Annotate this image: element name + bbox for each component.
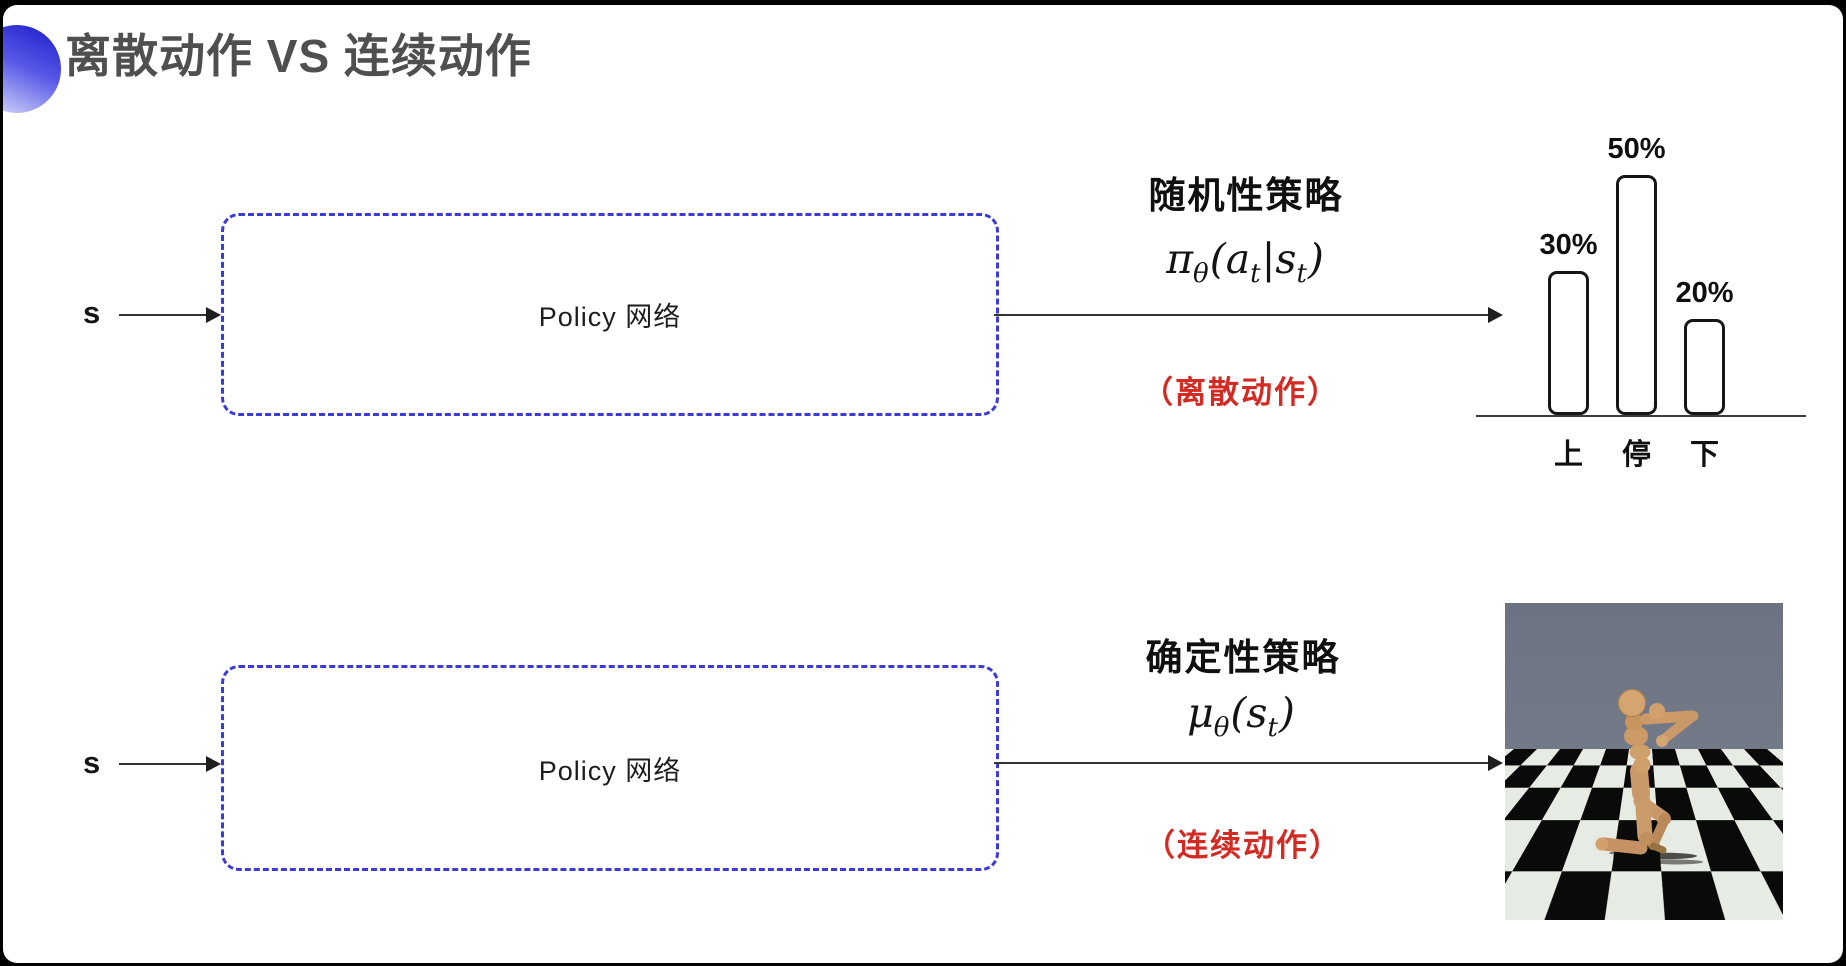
deterministic-policy-title: 确定性策略 (1145, 637, 1341, 678)
chart-baseline (1476, 415, 1806, 417)
action-category-label: 下 (1689, 439, 1720, 471)
title-bullet-icon (3, 25, 61, 113)
slide: 离散动作 VS 连续动作 s Policy 网络 随机性策略 πθ(at|st)… (3, 5, 1843, 963)
policy-network-label: Policy 网络 (538, 755, 682, 786)
probability-bar (1616, 175, 1657, 415)
arrowhead-icon (1488, 755, 1503, 771)
formula-subscript: t (1267, 713, 1278, 743)
formula-symbol: π (1166, 235, 1194, 283)
action-category-label: 停 (1621, 439, 1652, 471)
probability-value-label: 30% (1539, 229, 1598, 261)
formula-symbol: (s (1230, 689, 1268, 737)
arrow-line (119, 314, 207, 316)
continuous-action-note: （连续动作） (1144, 828, 1342, 863)
probability-bar (1684, 319, 1725, 415)
stochastic-policy-formula: πθ(at|st) (1166, 235, 1324, 289)
formula-subscript: θ (1193, 259, 1209, 289)
formula-symbol: μ (1187, 689, 1214, 737)
formula-symbol: (a (1209, 235, 1251, 283)
stochastic-policy-title: 随机性策略 (1148, 175, 1344, 216)
state-input-label: s (83, 745, 101, 780)
state-input-label: s (83, 295, 101, 330)
policy-network-box: Policy 网络 (221, 213, 999, 416)
probability-value-label: 50% (1607, 133, 1666, 165)
action-category-label: 上 (1553, 439, 1584, 471)
arrow-line (119, 763, 207, 765)
humanoid-robot-figure (1595, 689, 1703, 865)
probability-value-label: 20% (1675, 277, 1734, 309)
probability-bar (1548, 271, 1589, 415)
arrow-line (994, 762, 1489, 764)
arrowhead-icon (1488, 307, 1503, 323)
formula-symbol: |s (1261, 235, 1297, 283)
policy-network-label: Policy 网络 (538, 302, 682, 332)
discrete-action-note: （离散动作） (1142, 375, 1340, 410)
humanoid-simulation-image (1505, 603, 1783, 920)
arrowhead-icon (206, 307, 221, 323)
formula-subscript: θ (1213, 713, 1230, 743)
policy-network-box: Policy 网络 (221, 665, 999, 871)
formula-symbol: ) (1307, 235, 1324, 283)
deterministic-policy-formula: μθ(st) (1187, 689, 1295, 743)
page-title: 离散动作 VS 连续动作 (65, 30, 532, 82)
formula-symbol: ) (1278, 689, 1295, 737)
arrowhead-icon (206, 756, 221, 772)
arrow-line (994, 314, 1489, 316)
action-probability-chart: 30% 上 50% 停 20% 下 (1476, 115, 1806, 475)
formula-subscript: t (1296, 259, 1307, 289)
formula-subscript: t (1250, 259, 1261, 289)
